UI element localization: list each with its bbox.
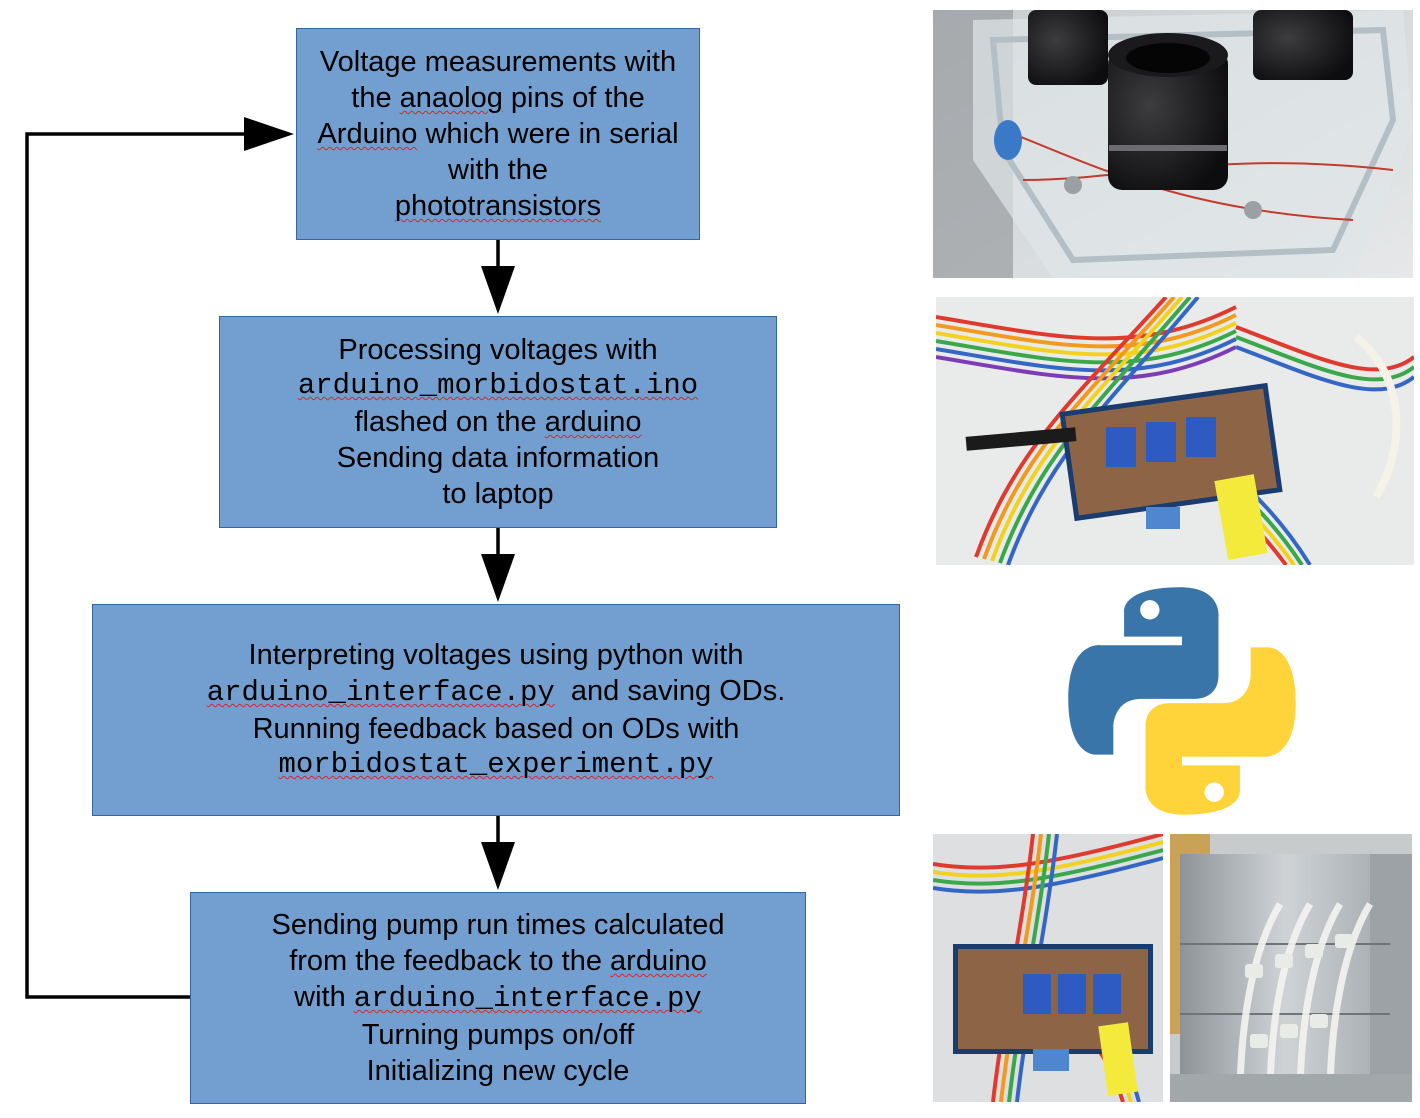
step-1-text: which were in serial [417,118,679,150]
arrowhead-step1 [244,117,294,151]
pump-photo [1170,834,1412,1102]
step-4-line-4: Turning pumps on/off [361,1019,635,1051]
step-1-line-2: the anaolog pins of the [351,80,644,116]
step-2-spellcheck-word: arduino [544,406,642,438]
step-4-filename: arduino_interface.py [353,982,702,1015]
step-1-voltage-measurement-box: Voltage measurements with the anaolog pi… [296,28,700,240]
step-2-line-1: Processing voltages with [338,334,658,366]
step-1-spellcheck-word: anaolog [399,82,503,114]
step-3-text: and saving ODs. [554,675,786,707]
step-4-pump-control-box: Sending pump run times calculated from t… [190,892,806,1104]
step-1-line-4: with the [448,154,548,186]
vials-photo [933,10,1413,278]
step-1-spellcheck-word: Arduino [317,118,418,150]
step-4-line-2: from the feedback to the arduino [289,943,707,979]
step-3-line-3: Running feedback based on ODs with [252,713,740,745]
step-4-line-1: Sending pump run times calculated [271,909,725,941]
step-1-line-5: phototransistors [394,190,602,222]
python-logo [1068,587,1296,815]
step-2-processing-box: Processing voltages with arduino_morbido… [219,316,777,528]
arduino-wiring-photo-small [933,834,1163,1102]
arrowhead-step2 [481,266,515,314]
step-1-text: pins of the [502,82,645,114]
step-4-line-5: Initializing new cycle [366,1055,630,1087]
step-1-line-3: Arduino which were in serial [317,116,678,152]
step-3-line-1: Interpreting voltages using python with [248,639,744,671]
step-3-filename-1: arduino_interface.py [206,676,555,709]
feedback-loop-line [25,132,246,999]
step-3-interpreting-box: Interpreting voltages using python with … [92,604,900,816]
step-1-line-1: Voltage measurements with [319,46,677,78]
step-2-filename: arduino_morbidostat.ino [297,369,699,402]
step-3-filename-2: morbidostat_experiment.py [278,748,714,781]
step-2-line-4: Sending data information [336,442,660,474]
step-2-line-3: flashed on the arduino [354,404,641,440]
step-4-spellcheck-word: arduino [610,945,707,977]
step-3-line-2: arduino_interface.py and saving ODs. [207,673,786,711]
arrowhead-step4 [481,842,515,890]
arduino-wiring-photo [936,297,1414,565]
step-4-text: from the feedback to the [289,945,611,977]
arrowhead-step3 [481,554,515,602]
step-4-line-3: with arduino_interface.py [294,979,702,1017]
step-1-text: the [351,82,400,114]
step-4-text: with [294,981,354,1013]
step-2-text: flashed on the [354,406,545,438]
step-2-line-5: to laptop [442,478,554,510]
